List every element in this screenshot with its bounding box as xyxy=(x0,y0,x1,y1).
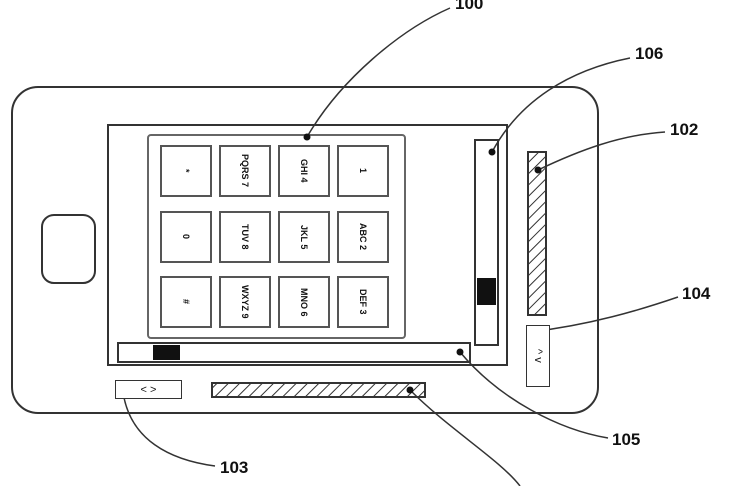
ref-105: 105 xyxy=(612,430,641,449)
side-hatched-bar xyxy=(527,151,547,316)
vertical-scrollbar-thumb xyxy=(477,278,496,305)
key-label: 0 xyxy=(181,234,191,240)
key-label: MNO 6 xyxy=(299,287,309,317)
key-label: DEF 3 xyxy=(358,289,368,315)
ref-103: 103 xyxy=(220,458,249,477)
key-label: WXYZ 9 xyxy=(240,285,250,319)
key-label: # xyxy=(181,299,191,305)
ref-104: 104 xyxy=(682,284,711,303)
keypad-key[interactable]: JKL 5 xyxy=(278,211,330,263)
keypad-key[interactable]: # xyxy=(160,276,212,328)
key-label: GHI 4 xyxy=(299,159,309,183)
horizontal-scroll-button[interactable]: < > xyxy=(115,380,182,399)
keypad-key[interactable]: ABC 2 xyxy=(337,211,389,263)
vertical-scroll-label: ^ v xyxy=(532,349,544,363)
keypad-key[interactable]: TUV 8 xyxy=(219,211,271,263)
bottom-hatched-bar xyxy=(211,382,426,398)
horizontal-scroll-label: < > xyxy=(140,383,157,396)
horizontal-scrollbar xyxy=(117,342,471,363)
keypad-key[interactable]: MNO 6 xyxy=(278,276,330,328)
keypad-key[interactable]: DEF 3 xyxy=(337,276,389,328)
keypad-key[interactable]: WXYZ 9 xyxy=(219,276,271,328)
keypad-key[interactable]: * xyxy=(160,145,212,197)
vertical-scrollbar xyxy=(474,139,499,346)
keypad-key[interactable]: PQRS 7 xyxy=(219,145,271,197)
key-label: 1 xyxy=(358,168,368,174)
keypad-key[interactable]: 0 xyxy=(160,211,212,263)
screen xyxy=(107,124,508,366)
keypad-key[interactable]: GHI 4 xyxy=(278,145,330,197)
horizontal-scrollbar-thumb xyxy=(153,345,180,360)
phone-body xyxy=(11,86,599,414)
key-label: PQRS 7 xyxy=(240,154,250,188)
vertical-scroll-button[interactable]: ^ v xyxy=(526,325,550,387)
home-button xyxy=(41,214,96,284)
ref-106: 106 xyxy=(635,44,664,63)
ref-102: 102 xyxy=(670,120,699,139)
key-label: JKL 5 xyxy=(299,224,309,250)
ref-100: 100 xyxy=(455,0,484,13)
key-label: ABC 2 xyxy=(358,223,368,251)
key-label: * xyxy=(181,169,191,173)
keypad-key[interactable]: 1 xyxy=(337,145,389,197)
key-label: TUV 8 xyxy=(240,224,250,250)
keypad-frame xyxy=(147,134,406,339)
